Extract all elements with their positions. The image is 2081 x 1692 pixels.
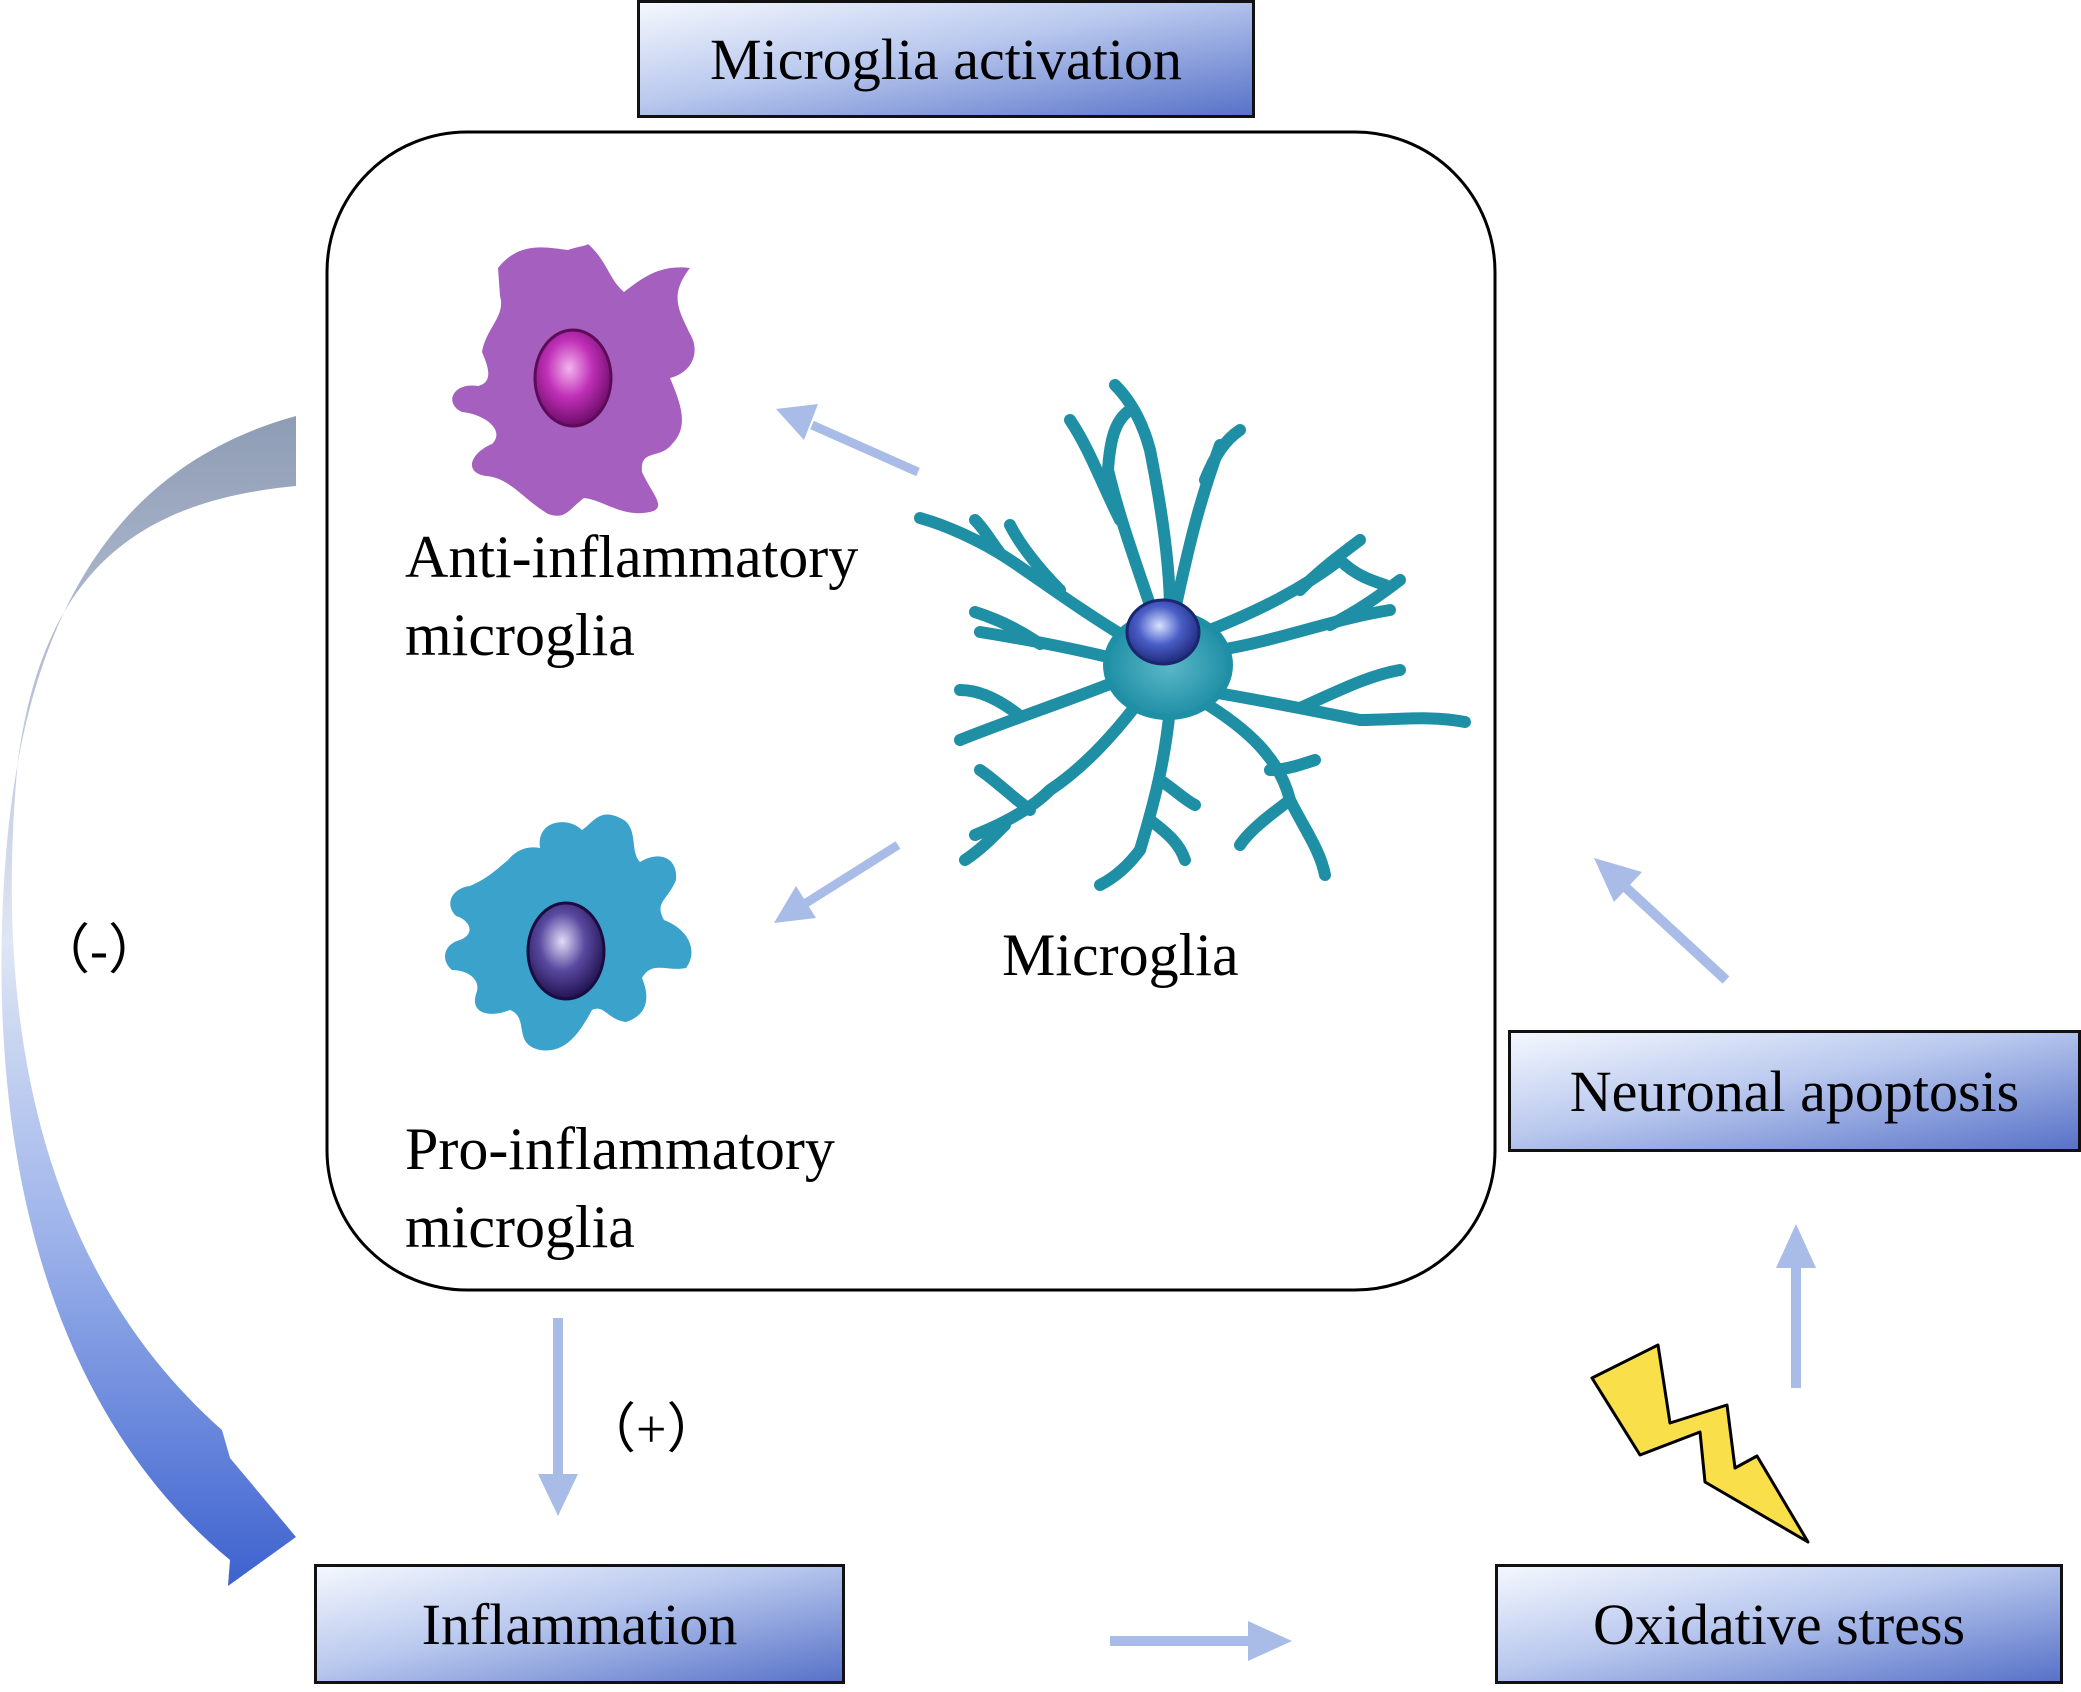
oxidative-stress-text: Oxidative stress — [1592, 1591, 1966, 1657]
microglia-label: Microglia — [1002, 922, 1239, 988]
activation-frame — [325, 130, 1497, 1292]
resting-microglia-icon — [914, 379, 1471, 891]
anti-inflammatory-microglia-icon — [452, 244, 695, 516]
lightning-bolt-icon — [1590, 1343, 1810, 1544]
pro-inflammatory-label-line1: Pro-inflammatory — [405, 1116, 835, 1182]
negative-sign: （-） — [36, 920, 162, 980]
neuronal-apoptosis-text: Neuronal apoptosis — [1569, 1058, 2020, 1124]
positive-sign: （+） — [582, 1399, 721, 1459]
pro-inflammatory-microglia-icon — [445, 814, 692, 1051]
arrow-to-anti-inflammatory — [776, 404, 920, 477]
anti-inflammatory-label-line2: microglia — [405, 602, 635, 668]
title-box: Microglia activation — [637, 0, 1255, 118]
arrow-inflammation-to-oxidative — [1110, 1621, 1292, 1661]
pro-inflammatory-label: Pro-inflammatory microglia — [405, 1110, 835, 1266]
title-text: Microglia activation — [710, 26, 1182, 92]
inflammation-box: Inflammation — [314, 1564, 845, 1684]
big-curved-arrow — [1, 416, 296, 1586]
pro-inflammatory-label-line2: microglia — [405, 1194, 635, 1260]
arrow-oxidative-to-apoptosis — [1776, 1224, 1816, 1388]
arrow-to-pro-inflammatory — [774, 841, 901, 923]
oxidative-stress-box: Oxidative stress — [1495, 1564, 2063, 1684]
arrow-frame-to-inflammation — [538, 1318, 578, 1516]
arrow-apoptosis-to-activation — [1594, 858, 1730, 984]
anti-inflammatory-label-line1: Anti-inflammatory — [405, 524, 859, 590]
inflammation-text: Inflammation — [421, 1591, 738, 1657]
neuronal-apoptosis-box: Neuronal apoptosis — [1508, 1030, 2081, 1152]
anti-inflammatory-label: Anti-inflammatory microglia — [405, 518, 858, 674]
